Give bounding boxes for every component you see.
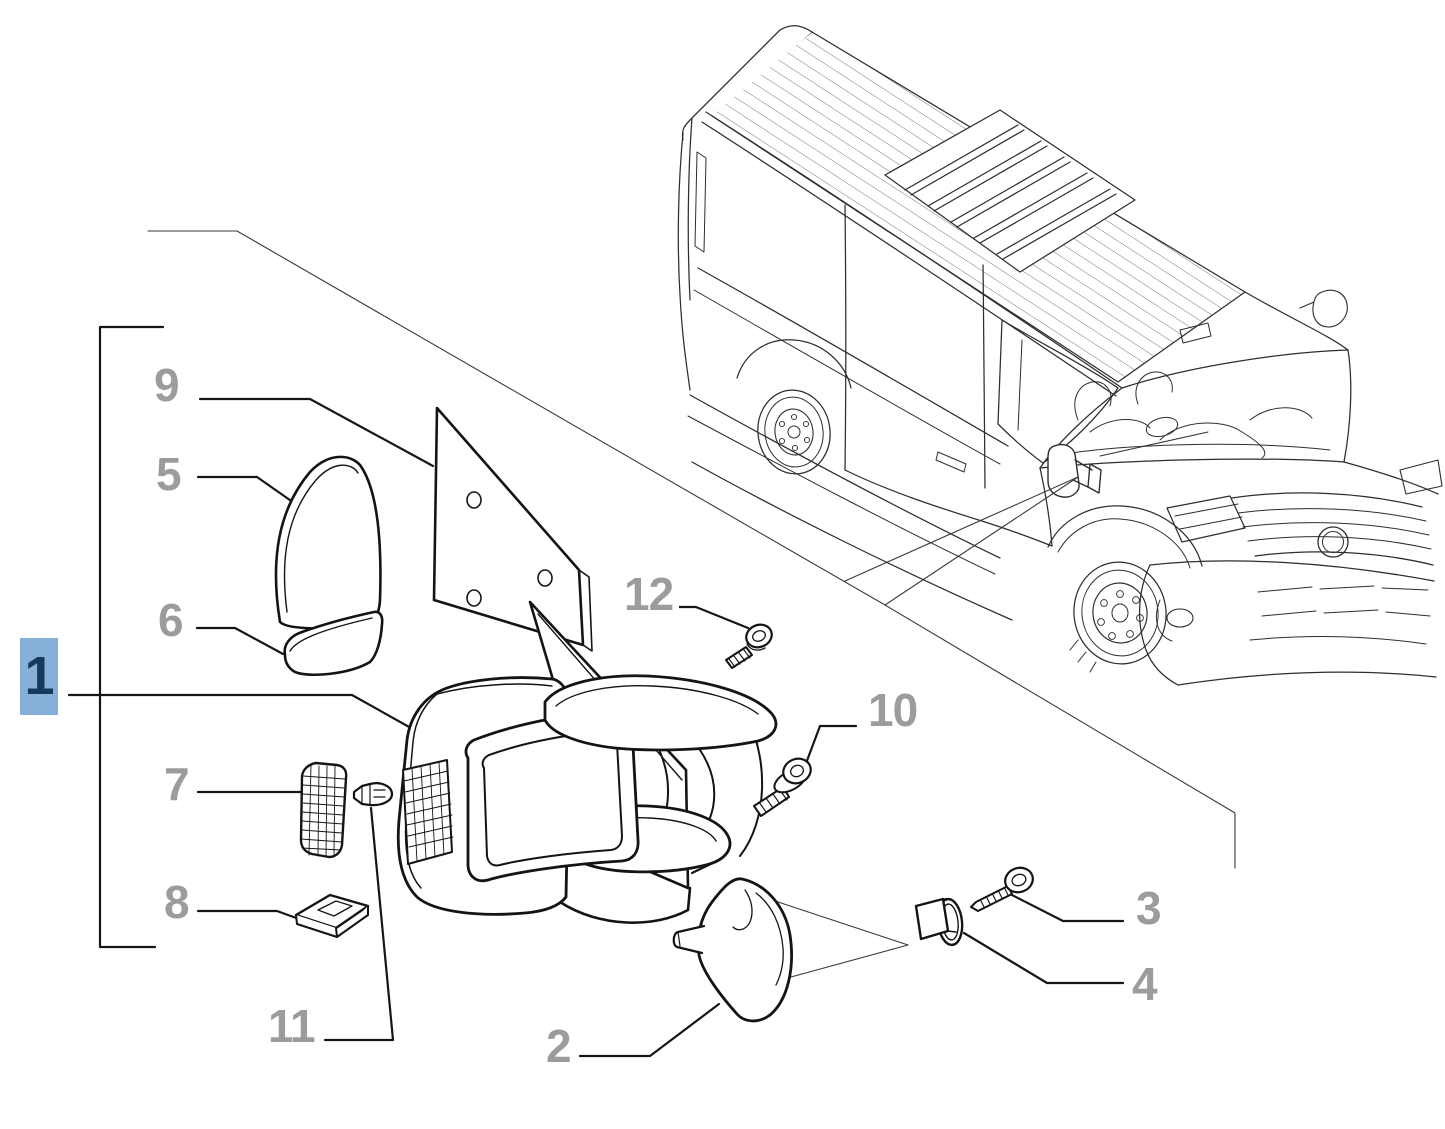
part-8-cover-clip: [294, 893, 370, 938]
leader-11: [323, 806, 395, 1042]
location-line-bottom: [884, 604, 1236, 869]
leader-9: [198, 397, 435, 468]
assembly-upper-arm: [543, 674, 778, 752]
leader-4: [962, 931, 1125, 985]
callout-7[interactable]: 7: [158, 760, 195, 808]
rear-wheel: [736, 339, 852, 475]
fastener-wedge-upper: [774, 900, 909, 946]
callout-1-selected[interactable]: 1: [20, 638, 58, 715]
location-wedge-upper: [844, 476, 1079, 582]
leader-12: [674, 605, 750, 630]
callout-2[interactable]: 2: [540, 1022, 577, 1070]
van-door-mirror: [1047, 443, 1102, 498]
callout-12[interactable]: 12: [618, 570, 680, 618]
part-9-mounting-plate: [432, 406, 593, 652]
callout-9[interactable]: 9: [148, 361, 185, 409]
front-wheel: [1047, 505, 1203, 673]
part-11-bulb: [352, 782, 394, 807]
part-4-nut: [914, 897, 964, 947]
callout-3[interactable]: 3: [1130, 884, 1167, 932]
leader-lines: [67, 325, 1125, 1058]
location-line-top: [147, 230, 886, 606]
assembly-signal-grid: [402, 759, 454, 865]
callout-11[interactable]: 11: [262, 1002, 321, 1050]
fastener-wedge-lower: [779, 944, 909, 981]
leader-5: [196, 475, 299, 507]
callout-10[interactable]: 10: [862, 686, 924, 734]
part-7-turn-signal-lens: [299, 761, 348, 859]
part-3-screw: [970, 866, 1034, 912]
leader-2: [578, 1002, 721, 1058]
part-12-bolt: [725, 623, 773, 669]
callout-4[interactable]: 4: [1126, 960, 1163, 1008]
part-10-bolt: [753, 757, 812, 817]
callout-8[interactable]: 8: [158, 878, 195, 926]
leader-3: [1008, 892, 1125, 923]
van-illustration: [677, 25, 1443, 686]
group-1-bracket: [98, 325, 165, 949]
van-side: [687, 151, 1119, 621]
location-lines: [147, 230, 1236, 981]
assembly-bezel: [464, 710, 640, 883]
part-6-mirror-glass-lower: [283, 610, 384, 677]
roof-rack: [884, 109, 1136, 273]
part-2-mirror-cap: [672, 877, 793, 1023]
location-wedge-lower: [884, 476, 1079, 606]
leader-8: [196, 909, 301, 921]
mirror-assembly-drawing: [396, 600, 778, 924]
callout-5[interactable]: 5: [150, 450, 187, 498]
leader-1: [67, 693, 429, 739]
front-grille: [1166, 459, 1443, 566]
leader-6: [195, 626, 285, 656]
leader-10: [800, 724, 858, 776]
part-5-mirror-glass-upper: [274, 455, 382, 630]
callout-6[interactable]: 6: [152, 596, 189, 644]
front-bumper: [1139, 560, 1437, 686]
windshield: [1039, 322, 1352, 469]
